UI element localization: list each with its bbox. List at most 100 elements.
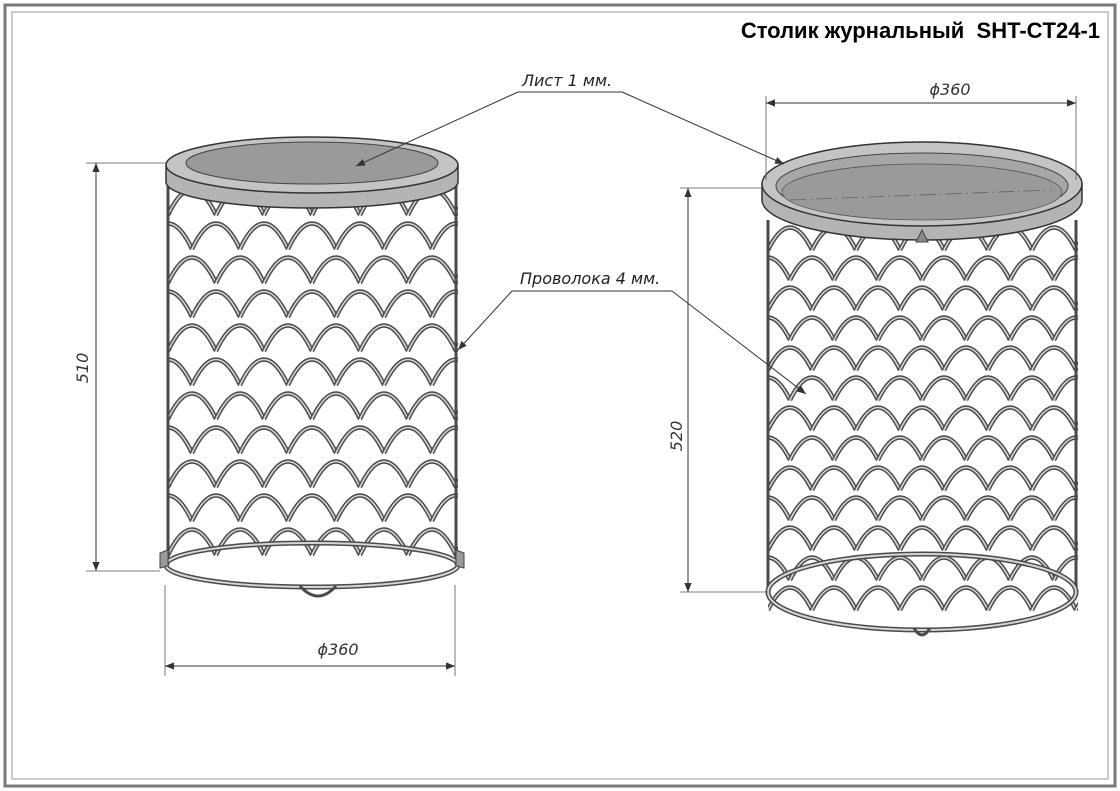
wire-scale-arc [168, 528, 217, 556]
wire-scale-arc [504, 190, 552, 216]
wire-scale-arc [191, 426, 241, 454]
wire-scale-arc [480, 292, 528, 318]
wire-scale-arc [1098, 498, 1120, 521]
wire-scale-arc [1073, 481, 1078, 491]
wire-scale-arc [215, 392, 265, 420]
wire-scale-arc [168, 550, 171, 555]
wire-scale-arc [191, 358, 241, 386]
wire-scale-arc [335, 494, 385, 522]
wire-scale-arc [768, 305, 771, 310]
wire-scale-arc [1073, 541, 1078, 551]
wire-scale-arc [768, 376, 791, 401]
wire-scale-arc [1075, 604, 1078, 611]
wire-scale-arc [480, 224, 528, 250]
wire-scale-arc [965, 316, 1011, 341]
wire-scale-arc [168, 414, 171, 419]
wire-scale-arc [239, 494, 289, 522]
wire-scale-arc [943, 406, 989, 431]
wire-scale-arc [168, 494, 193, 522]
wire-scale-arc [943, 286, 989, 311]
wire-scale-arc [811, 406, 857, 431]
left-diameter-dimension: ϕ360 [164, 585, 456, 676]
left-tray-sheet [185, 141, 439, 185]
wire-scale-arc [789, 436, 835, 461]
wire-scale-arc [287, 426, 337, 454]
wire-scale-arc [239, 426, 289, 454]
wire-scale-arc [311, 392, 361, 420]
wire-scale-arc [407, 528, 457, 556]
wire-scale-arc [965, 376, 1011, 401]
wire-scale-arc [987, 346, 1033, 371]
wire-scale-arc [335, 290, 385, 318]
wire-scale-arc [287, 290, 337, 318]
wire-scale-arc [877, 496, 923, 521]
wire-scale-arc [504, 326, 552, 352]
wire-scale-arc [504, 462, 552, 488]
wire-scale-arc [168, 485, 169, 487]
wire-scale-arc [921, 496, 967, 521]
wire-scale-arc [811, 286, 857, 311]
wire-scale-arc [1073, 601, 1078, 611]
wire-scale-arc [1098, 378, 1120, 401]
right-diameter-label: ϕ360 [929, 80, 970, 99]
wire-callout-label: Проволока 4 мм. [520, 269, 660, 288]
wire-scale-arc [921, 376, 967, 401]
wire-scale-arc [833, 256, 879, 281]
left-wire-scales [168, 187, 552, 556]
wire-scale-arc [768, 245, 771, 250]
wire-scale-arc [480, 360, 528, 386]
wire-scale-arc [1009, 376, 1055, 401]
wire-scale-arc [1098, 318, 1120, 341]
wire-scale-arc [1098, 378, 1120, 401]
wire-scale-arc [407, 460, 457, 488]
wire-scale-arc [965, 256, 1011, 281]
wire-scale-arc [768, 526, 813, 551]
wire-scale-arc [215, 256, 265, 284]
wire-scale-arc [768, 608, 769, 610]
left-height-dimension: 510 [73, 162, 166, 572]
wire-scale-arc [833, 316, 879, 341]
wire-scale-arc [1098, 438, 1120, 461]
wire-scale-arc [899, 346, 945, 371]
wire-scale-arc [811, 526, 857, 551]
wire-scale-arc [1031, 526, 1077, 551]
wire-scale-arc [855, 466, 901, 491]
wire-scale-arc [287, 358, 337, 386]
wire-scale-arc [335, 222, 385, 250]
wire-callout: Проволока 4 мм. [457, 269, 807, 395]
sheet-callout: Лист 1 мм. [355, 71, 785, 167]
wire-scale-arc [263, 256, 313, 284]
wire-scale-arc [855, 406, 901, 431]
wire-scale-arc [239, 358, 289, 386]
wire-scale-arc [877, 256, 923, 281]
wire-scale-arc [168, 290, 193, 318]
wire-scale-arc [877, 376, 923, 401]
right-tray-sheet [781, 163, 1063, 221]
wire-scale-arc [877, 316, 923, 341]
wire-scale-arc [789, 496, 835, 521]
wire-scale-arc [921, 556, 967, 581]
wire-scale-arc [383, 358, 433, 386]
wire-scale-arc [168, 346, 171, 351]
wire-scale-arc [899, 586, 945, 611]
wire-scale-arc [768, 425, 771, 430]
wire-scale-arc [965, 436, 1011, 461]
wire-scale-arc [768, 368, 769, 370]
wire-scale-arc [359, 460, 409, 488]
wire-scale-arc [239, 222, 289, 250]
inner-frame [11, 11, 1109, 780]
wire-scale-arc [504, 190, 552, 216]
wire-scale-arc [168, 324, 217, 352]
wire-scale-arc [855, 526, 901, 551]
wire-scale-arc [480, 428, 528, 454]
wire-scale-arc [504, 394, 552, 420]
wire-scale-arc [455, 209, 458, 216]
wire-scale-arc [1098, 438, 1120, 461]
wire-scale-arc [168, 213, 169, 215]
wire-scale-arc [480, 292, 528, 318]
wire-scale-arc [453, 274, 458, 284]
left-height-label: 510 [73, 353, 92, 384]
wire-scale-arc [168, 278, 171, 283]
